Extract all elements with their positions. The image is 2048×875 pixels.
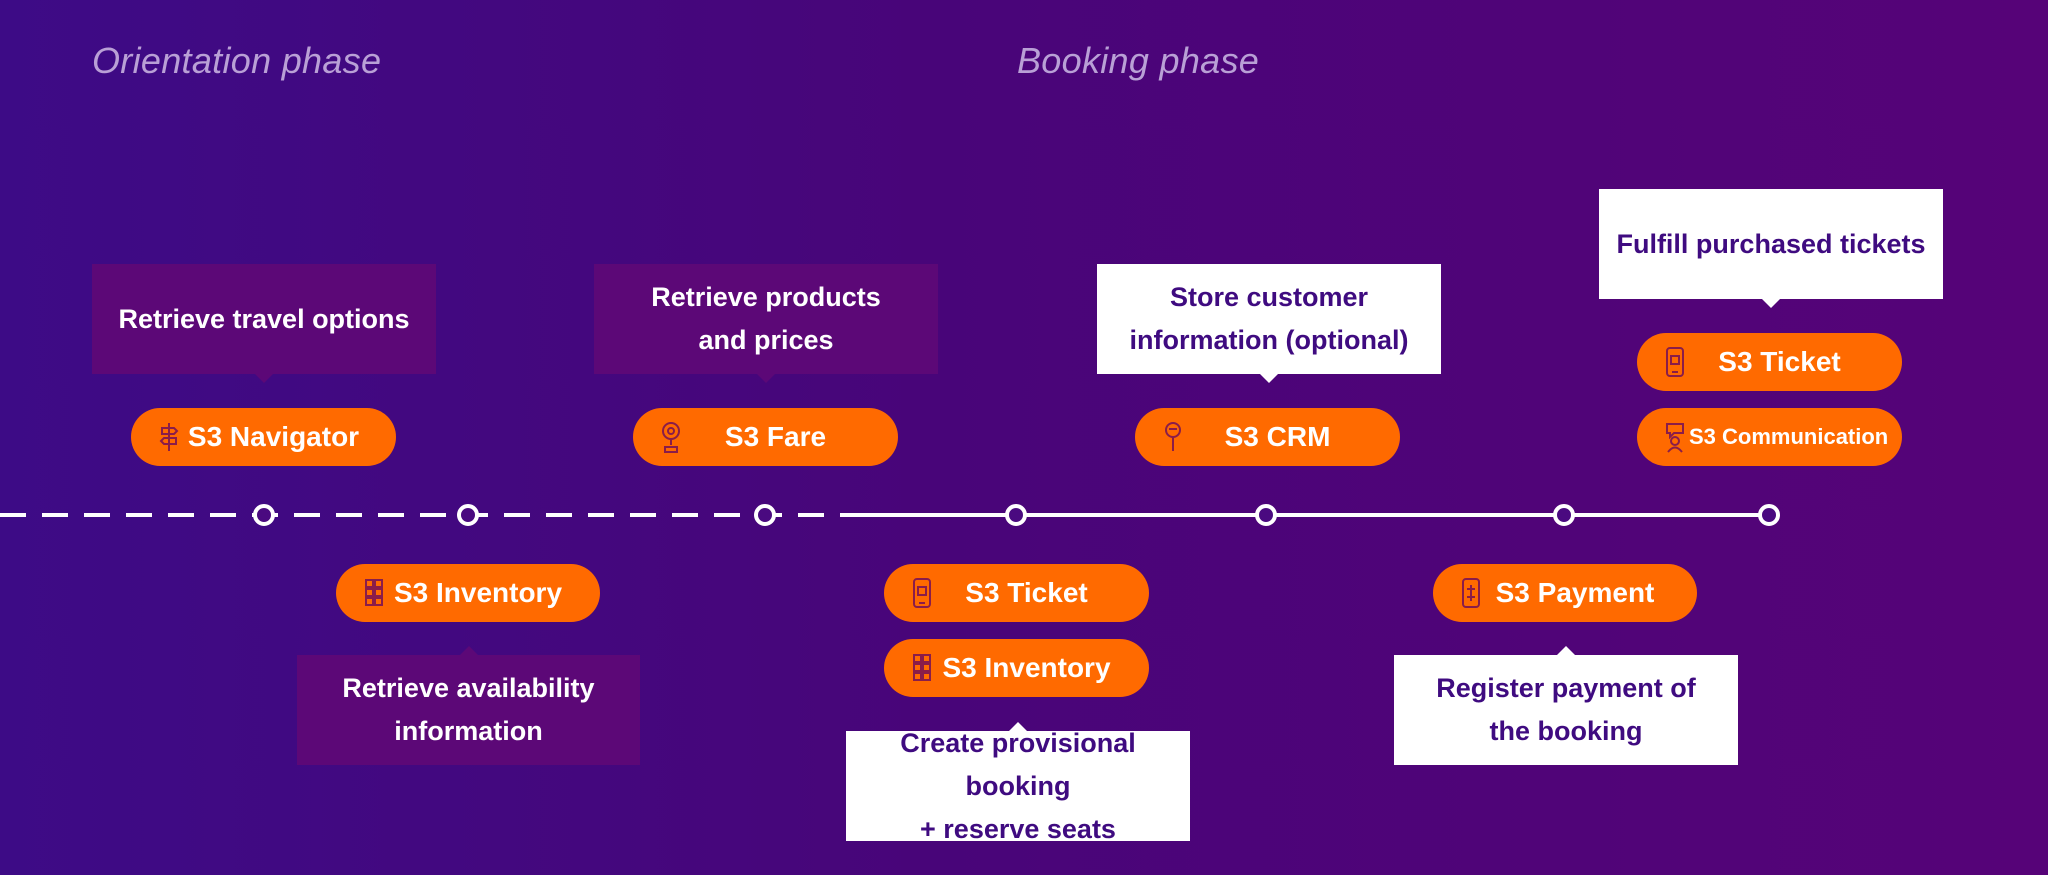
box-text-line: Retrieve travel options	[118, 303, 410, 334]
box-text-line: Register payment of	[1436, 673, 1696, 703]
box-text-line: Create provisional booking	[900, 727, 1136, 801]
pill-label: S3 Inventory	[393, 577, 563, 608]
retrieve-travel-options-box: Retrieve travel options	[92, 264, 436, 383]
booking-phase-heading: Booking phase	[1017, 40, 1260, 81]
card-phone-icon	[1457, 576, 1485, 610]
s3-inventory-pill-2[interactable]: S3 Inventory	[884, 639, 1149, 697]
s3-fare-pill[interactable]: S3 Fare	[633, 408, 898, 466]
callout-pointer	[1260, 374, 1278, 383]
box-text-line: the booking	[1489, 716, 1643, 746]
timeline-node	[253, 504, 275, 526]
person-pin-icon	[1159, 420, 1187, 454]
price-pin-icon	[657, 420, 685, 454]
callout-pointer	[459, 646, 478, 655]
box-text-line: information	[394, 716, 543, 746]
timeline-node	[1758, 504, 1780, 526]
seat-grid-icon	[360, 576, 388, 610]
timeline-node	[754, 504, 776, 526]
retrieve-availability-box: Retrieve availability information	[297, 646, 640, 765]
s3-ticket-pill-top[interactable]: S3 Ticket	[1637, 333, 1902, 391]
register-payment-box: Register payment of the booking	[1394, 646, 1738, 765]
box-text-line: information (optional)	[1129, 325, 1409, 355]
callout-pointer	[757, 374, 775, 383]
timeline-node	[1553, 504, 1575, 526]
s3-payment-pill[interactable]: S3 Payment	[1433, 564, 1697, 622]
s3-navigator-pill[interactable]: S3 Navigator	[131, 408, 396, 466]
s3-inventory-pill[interactable]: S3 Inventory	[336, 564, 600, 622]
mobile-ticket-icon	[908, 576, 936, 610]
pill-label: S3 Communication	[1689, 424, 1889, 449]
seat-grid-icon	[908, 651, 936, 685]
box-text-line: Retrieve products	[651, 282, 881, 312]
timeline-node	[1255, 504, 1277, 526]
retrieve-products-prices-box: Retrieve products and prices	[594, 264, 938, 383]
pill-label: S3 Navigator	[187, 421, 360, 452]
callout-pointer	[1009, 722, 1027, 731]
box-text-line: Retrieve availability	[342, 673, 595, 703]
pill-label: S3 Ticket	[1718, 346, 1841, 377]
s3-communication-pill[interactable]: S3 Communication	[1637, 408, 1902, 466]
fulfill-tickets-box: Fulfill purchased tickets	[1599, 189, 1943, 308]
timeline-node	[457, 504, 479, 526]
pill-label: S3 CRM	[1224, 421, 1331, 452]
store-customer-info-box: Store customer information (optional)	[1097, 264, 1441, 383]
callout-pointer	[1762, 299, 1780, 308]
chat-person-icon	[1661, 420, 1689, 454]
callout-pointer	[255, 374, 273, 383]
box-text-line: + reserve seats	[920, 813, 1116, 844]
s3-ticket-pill-mid[interactable]: S3 Ticket	[884, 564, 1149, 622]
box-text-line: Store customer	[1169, 282, 1369, 312]
box-text-line: and prices	[698, 325, 834, 355]
timeline-node	[1005, 504, 1027, 526]
pill-label: S3 Fare	[724, 421, 827, 452]
signpost-icon	[155, 420, 183, 454]
callout-pointer	[1557, 646, 1575, 655]
s3-crm-pill[interactable]: S3 CRM	[1135, 408, 1400, 466]
pill-label: S3 Inventory	[942, 652, 1111, 683]
pill-label: S3 Payment	[1495, 577, 1655, 608]
mobile-ticket-icon	[1661, 345, 1689, 379]
box-text-line: Fulfill purchased tickets	[1616, 228, 1926, 259]
pill-label: S3 Ticket	[965, 577, 1088, 608]
provisional-booking-box: Create provisional booking + reserve sea…	[846, 722, 1190, 844]
orientation-phase-heading: Orientation phase	[92, 40, 382, 81]
